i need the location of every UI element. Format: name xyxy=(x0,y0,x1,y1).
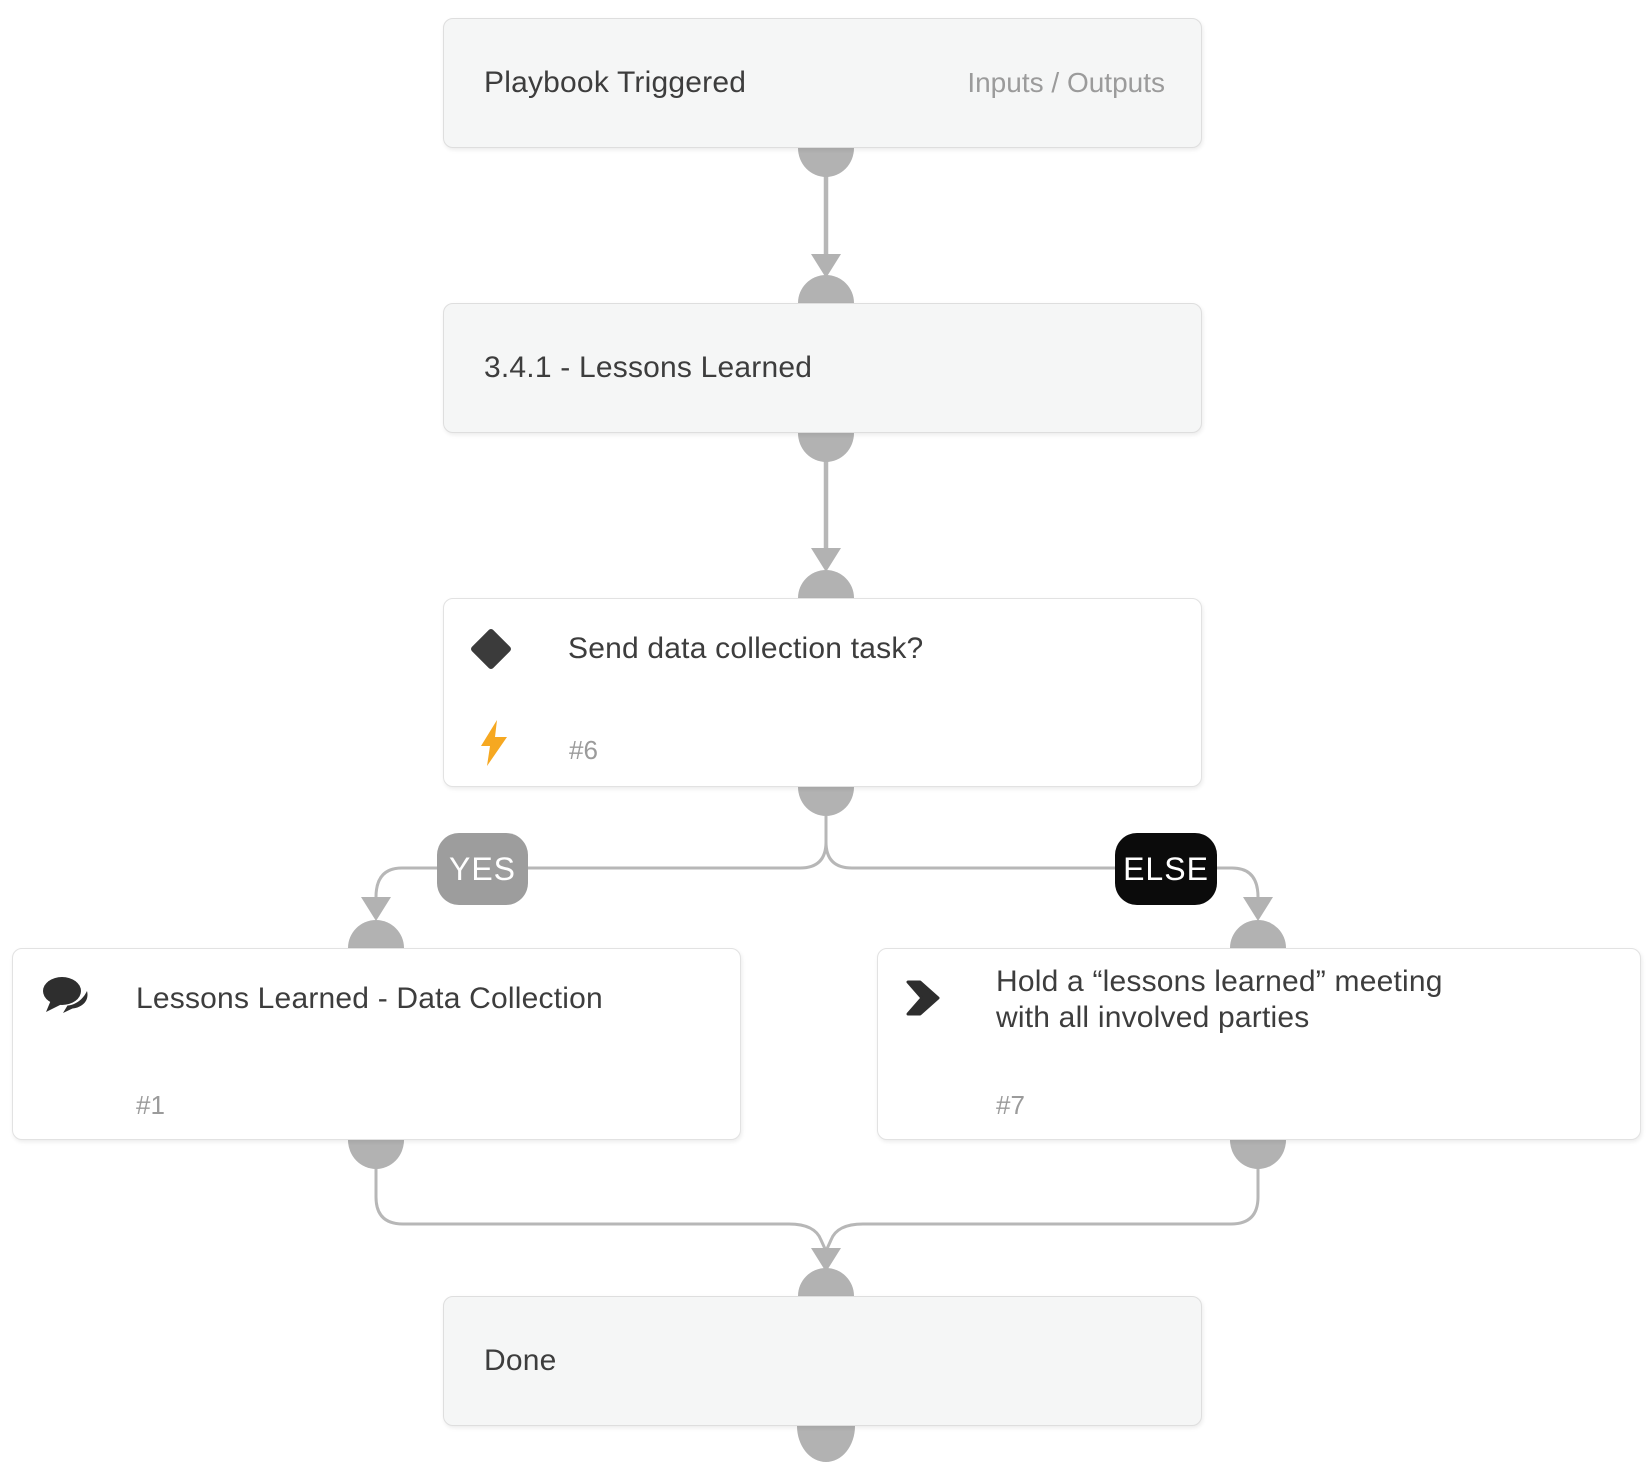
chat-bubbles-icon xyxy=(40,975,94,1024)
edge-else-to-done xyxy=(824,1168,1260,1252)
node-title: Hold a “lessons learned” meeting with al… xyxy=(996,965,1443,1034)
node-condition-send-data-collection-task[interactable]: Send data collection task? #6 xyxy=(443,598,1202,787)
arrowhead xyxy=(1243,897,1273,921)
node-hold-lessons-learned-meeting[interactable]: Hold a “lessons learned” meeting with al… xyxy=(877,948,1641,1140)
node-playbook-triggered[interactable]: Playbook Triggered Inputs / Outputs xyxy=(443,18,1202,148)
arrowhead xyxy=(811,1248,841,1272)
edge-yes-to-done xyxy=(374,1168,828,1252)
node-title: Done xyxy=(484,1344,557,1377)
chevron-right-icon xyxy=(906,980,940,1021)
branch-label-yes: YES xyxy=(437,833,528,905)
arrowhead xyxy=(811,548,841,572)
node-done[interactable]: Done xyxy=(443,1296,1202,1426)
node-lessons-learned-data-collection[interactable]: Lessons Learned - Data Collection #1 xyxy=(12,948,741,1140)
diamond-icon xyxy=(467,625,515,678)
task-id: #7 xyxy=(996,1090,1025,1120)
arrowhead xyxy=(811,254,841,278)
task-id: #6 xyxy=(569,735,598,765)
arrowhead xyxy=(361,897,391,921)
branch-label-text: ELSE xyxy=(1123,850,1209,887)
branch-label-else: ELSE xyxy=(1115,833,1217,905)
inputs-outputs-link[interactable]: Inputs / Outputs xyxy=(967,67,1165,98)
node-title: Playbook Triggered xyxy=(484,66,747,99)
node-section-lessons-learned[interactable]: 3.4.1 - Lessons Learned xyxy=(443,303,1202,433)
task-id: #1 xyxy=(136,1090,165,1120)
node-title: 3.4.1 - Lessons Learned xyxy=(484,351,813,384)
branch-label-text: YES xyxy=(448,850,517,887)
node-title: Lessons Learned - Data Collection xyxy=(136,982,603,1015)
node-title: Send data collection task? xyxy=(568,632,924,665)
lightning-bolt-icon xyxy=(480,719,508,772)
